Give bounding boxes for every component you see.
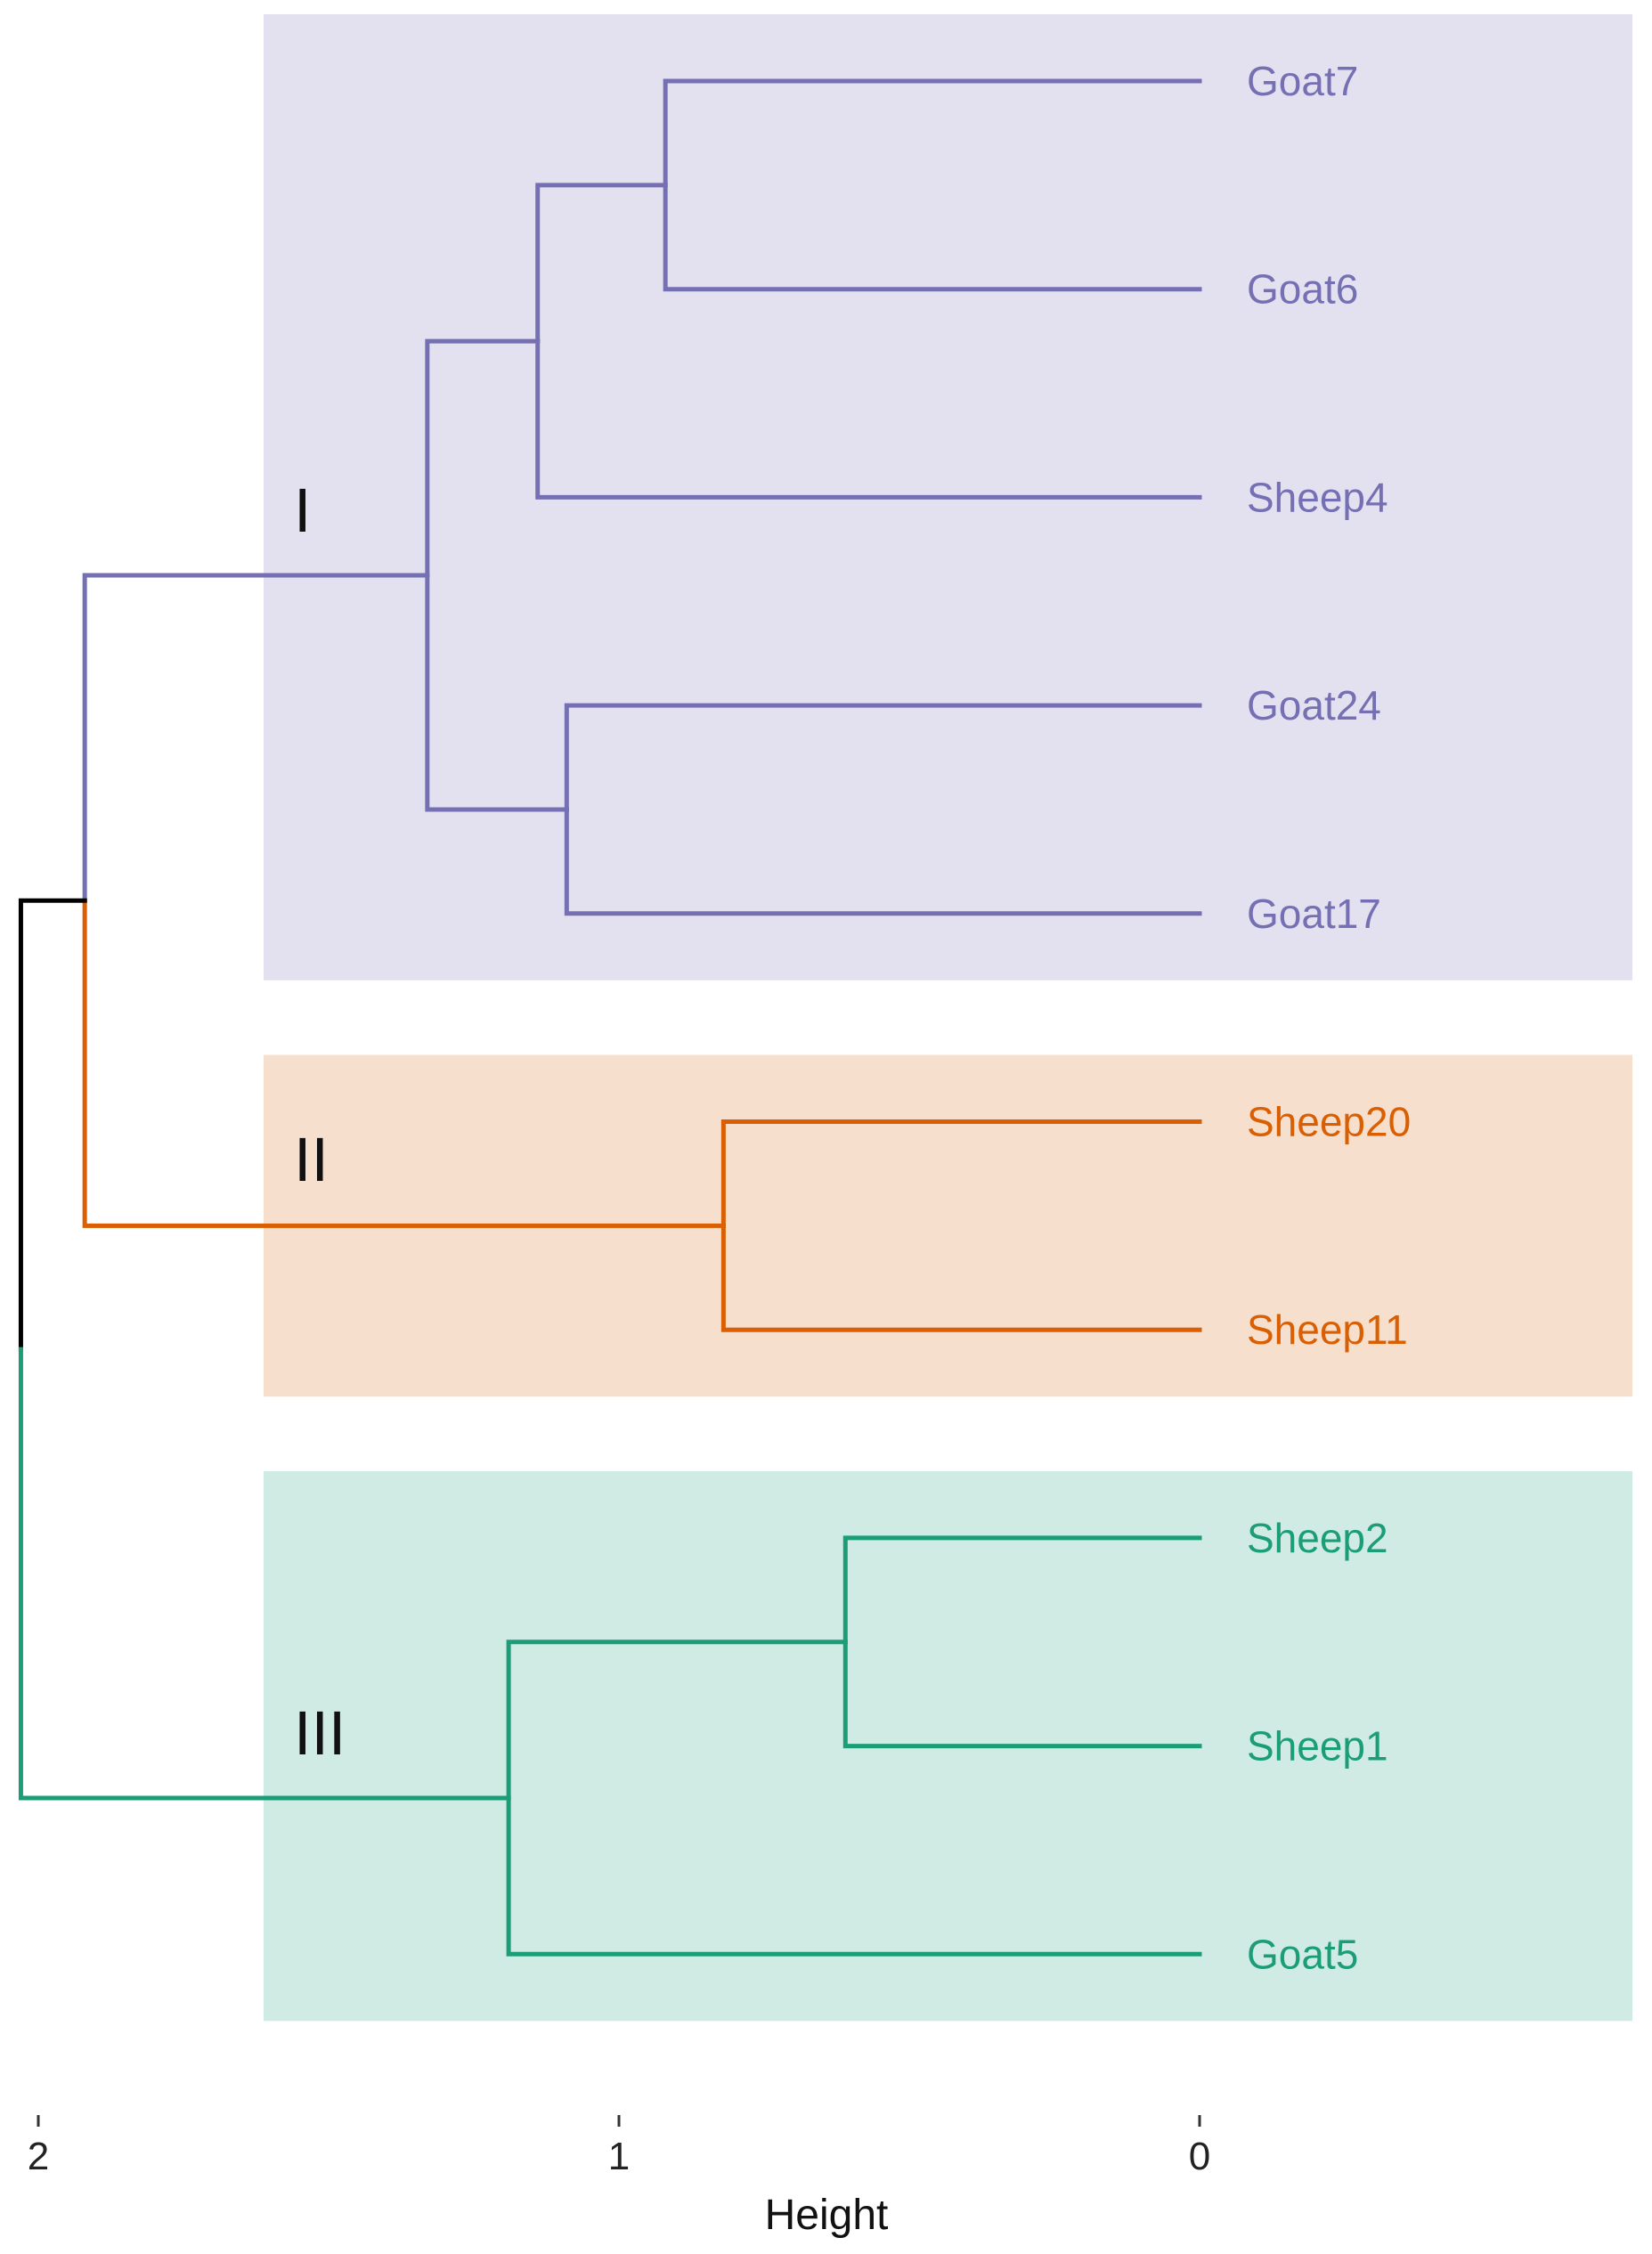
leaf-label-sheep1: Sheep1 [1247,1723,1388,1770]
x-tick-label-2: 2 [28,2135,49,2178]
x-axis-title: Height [765,2192,889,2239]
branch-sheep2-sheep1 [506,1640,848,1801]
leaf-label-goat5: Goat5 [1247,1931,1358,1977]
branch-goat24 [564,703,1202,812]
leaf-label-goat7: Goat7 [1247,58,1358,104]
cluster-label-I: I [294,477,311,546]
x-tick-label-0: 0 [1189,2135,1210,2178]
leaf-label-goat17: Goat17 [1247,891,1381,937]
dendrogram-branches [18,78,1202,1957]
branch-iii [18,1347,511,1801]
branch-goat6 [663,183,1202,292]
leaf-label-sheep4: Sheep4 [1247,474,1388,520]
cluster-label-II: II [294,1127,329,1195]
cluster-backgrounds [264,14,1632,2022]
branch-sheep20 [720,1119,1202,1228]
leaf-label-sheep11: Sheep11 [1247,1306,1408,1353]
branch-sheep11 [720,1223,1202,1332]
branch-goat24-goat17 [425,573,569,812]
branch-goat5 [506,1795,1202,1957]
branch-goat7 [663,78,1202,188]
leaf-label-sheep20: Sheep20 [1247,1099,1411,1145]
cluster-label-III: III [294,1700,346,1769]
branch-sheep1 [842,1640,1202,1749]
branch-i [82,573,430,903]
branch-sheep4 [535,338,1202,500]
branch-sheep2 [842,1535,1202,1645]
x-tick-label-1: 1 [608,2135,630,2178]
branch-i-ii [18,898,87,1352]
leaf-label-goat24: Goat24 [1247,682,1381,728]
leaf-labels: Goat7Goat6Sheep4Goat24Goat17Sheep20Sheep… [1247,58,1411,1977]
branch-goat7-goat6-sheep4 [425,338,541,578]
branch-ii [82,898,726,1228]
branch-goat7-goat6 [535,183,668,344]
leaf-label-sheep2: Sheep2 [1247,1515,1388,1561]
leaf-label-goat6: Goat6 [1247,266,1358,313]
branch-goat17 [564,807,1202,916]
x-axis: 2 1 0 [28,2115,1210,2178]
